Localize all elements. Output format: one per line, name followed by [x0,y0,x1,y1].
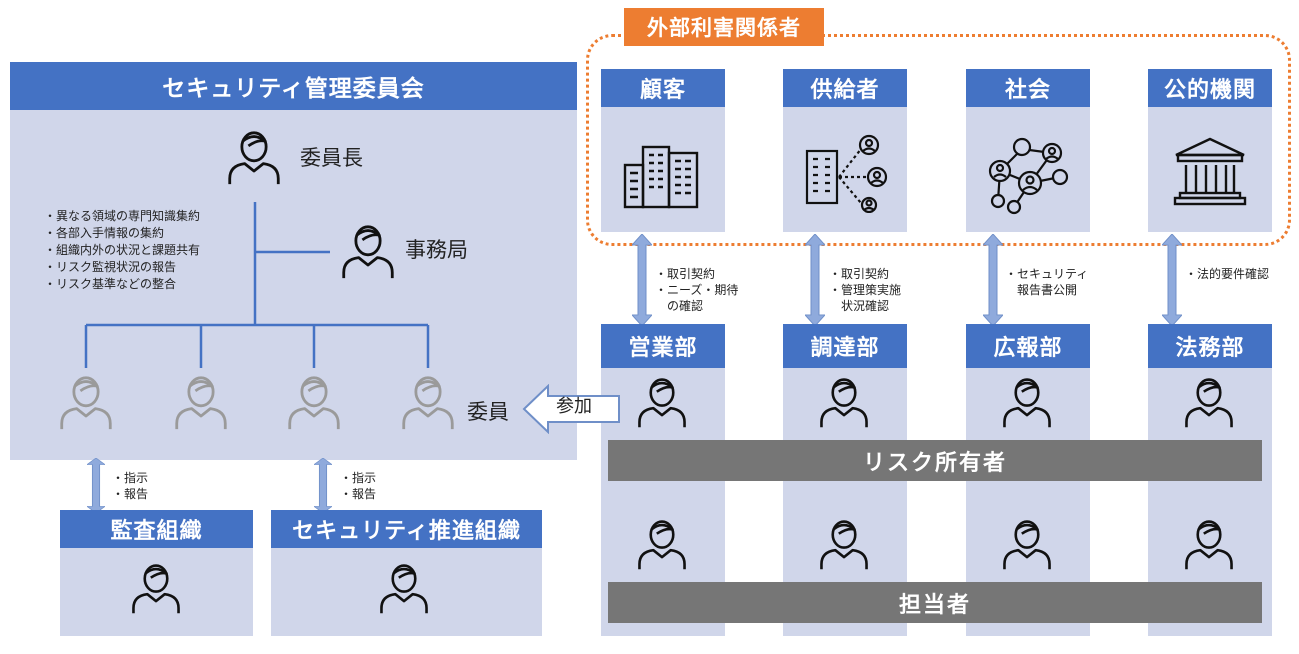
government-building-icon [1173,137,1247,206]
external-stakeholders-frame [586,34,1291,246]
risk-owner-person-icon [820,378,868,429]
link-arrow-committee-audit [87,458,105,513]
link-notes-promotion: ・指示 ・報告 [340,471,377,501]
staff-band: 担当者 [608,582,1262,623]
link-notes-audit: ・指示 ・報告 [112,471,149,501]
risk-owner-person-icon [1185,378,1233,429]
link-arrow-public-legal [1162,234,1182,326]
party-panel-public-agency [1148,107,1272,232]
link-notes-pr: ・セキュリティ 報告書公開 [1005,267,1089,297]
committee-notes: ・異なる領域の専門知識集約 ・各部入手情報の集約 ・組織内外の状況と課題共有 ・… [44,209,201,291]
staff-person-icon [1003,520,1051,571]
risk-owner-person-icon [638,378,686,429]
join-label: 参加 [556,396,592,417]
risk-owner-band: リスク所有者 [608,440,1262,481]
link-notes-sales: ・取引契約 ・ニーズ・期待 の確認 [655,267,739,313]
dept-header-sales: 営業部 [601,324,725,368]
link-arrow-committee-promotion [314,458,332,513]
social-network-icon [988,137,1069,215]
audit-person-icon [132,564,180,615]
external-stakeholders-label: 外部利害関係者 [624,8,824,46]
member-person-icon [175,376,227,431]
link-arrow-customer-sales [632,234,652,326]
staff-person-icon [638,520,686,571]
audit-header: 監査組織 [60,510,253,548]
committee-header: セキュリティ管理委員会 [10,62,577,110]
member-person-icon [402,376,454,431]
dept-header-pr: 広報部 [966,324,1090,368]
member-person-icon [288,376,340,431]
member-person-icon [60,376,112,431]
chair-label: 委員長 [300,146,363,170]
member-label: 委員 [467,400,509,424]
staff-person-icon [820,520,868,571]
party-panel-customer [601,107,725,232]
party-panel-supplier [783,107,907,232]
staff-person-icon [1185,520,1233,571]
join-arrow [522,384,620,434]
link-notes-procurement: ・取引契約 ・管理策実施 状況確認 [829,267,902,313]
committee-panel [10,110,577,460]
link-notes-legal: ・法的要件確認 [1185,267,1270,281]
link-arrow-society-pr [983,234,1003,326]
party-panel-society [966,107,1090,232]
link-arrow-supplier-procurement [805,234,825,326]
secretariat-label: 事務局 [405,238,468,262]
party-header-customer: 顧客 [601,69,725,107]
dept-header-legal: 法務部 [1148,324,1272,368]
party-header-supplier: 供給者 [783,69,907,107]
party-header-public-agency: 公的機関 [1148,69,1272,107]
risk-owner-person-icon [1003,378,1051,429]
promotion-person-icon [380,564,428,615]
promotion-header: セキュリティ推進組織 [271,510,542,548]
office-buildings-icon [623,145,699,209]
committee-tree-lines [84,202,430,368]
party-header-society: 社会 [966,69,1090,107]
supplier-network-icon [805,134,888,213]
dept-header-procurement: 調達部 [783,324,907,368]
